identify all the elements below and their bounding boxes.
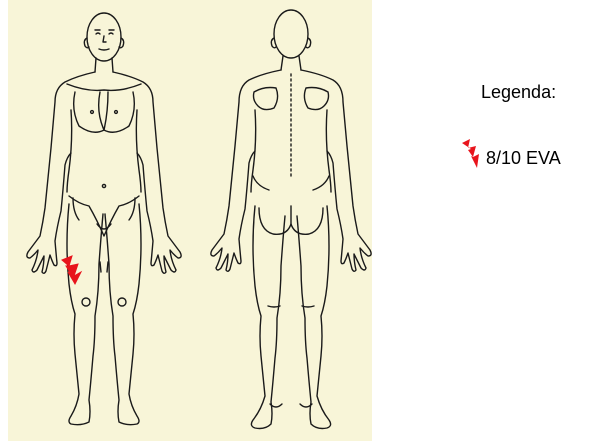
body-diagram-panel — [8, 0, 372, 441]
lightning-bolt-icon — [460, 138, 486, 172]
legend: Legenda: 8/10 EVA — [460, 82, 606, 222]
legend-item: 8/10 EVA — [460, 138, 561, 172]
legend-title: Legenda: — [481, 82, 556, 103]
legend-item-label: 8/10 EVA — [486, 148, 561, 169]
panel-background — [8, 0, 372, 441]
